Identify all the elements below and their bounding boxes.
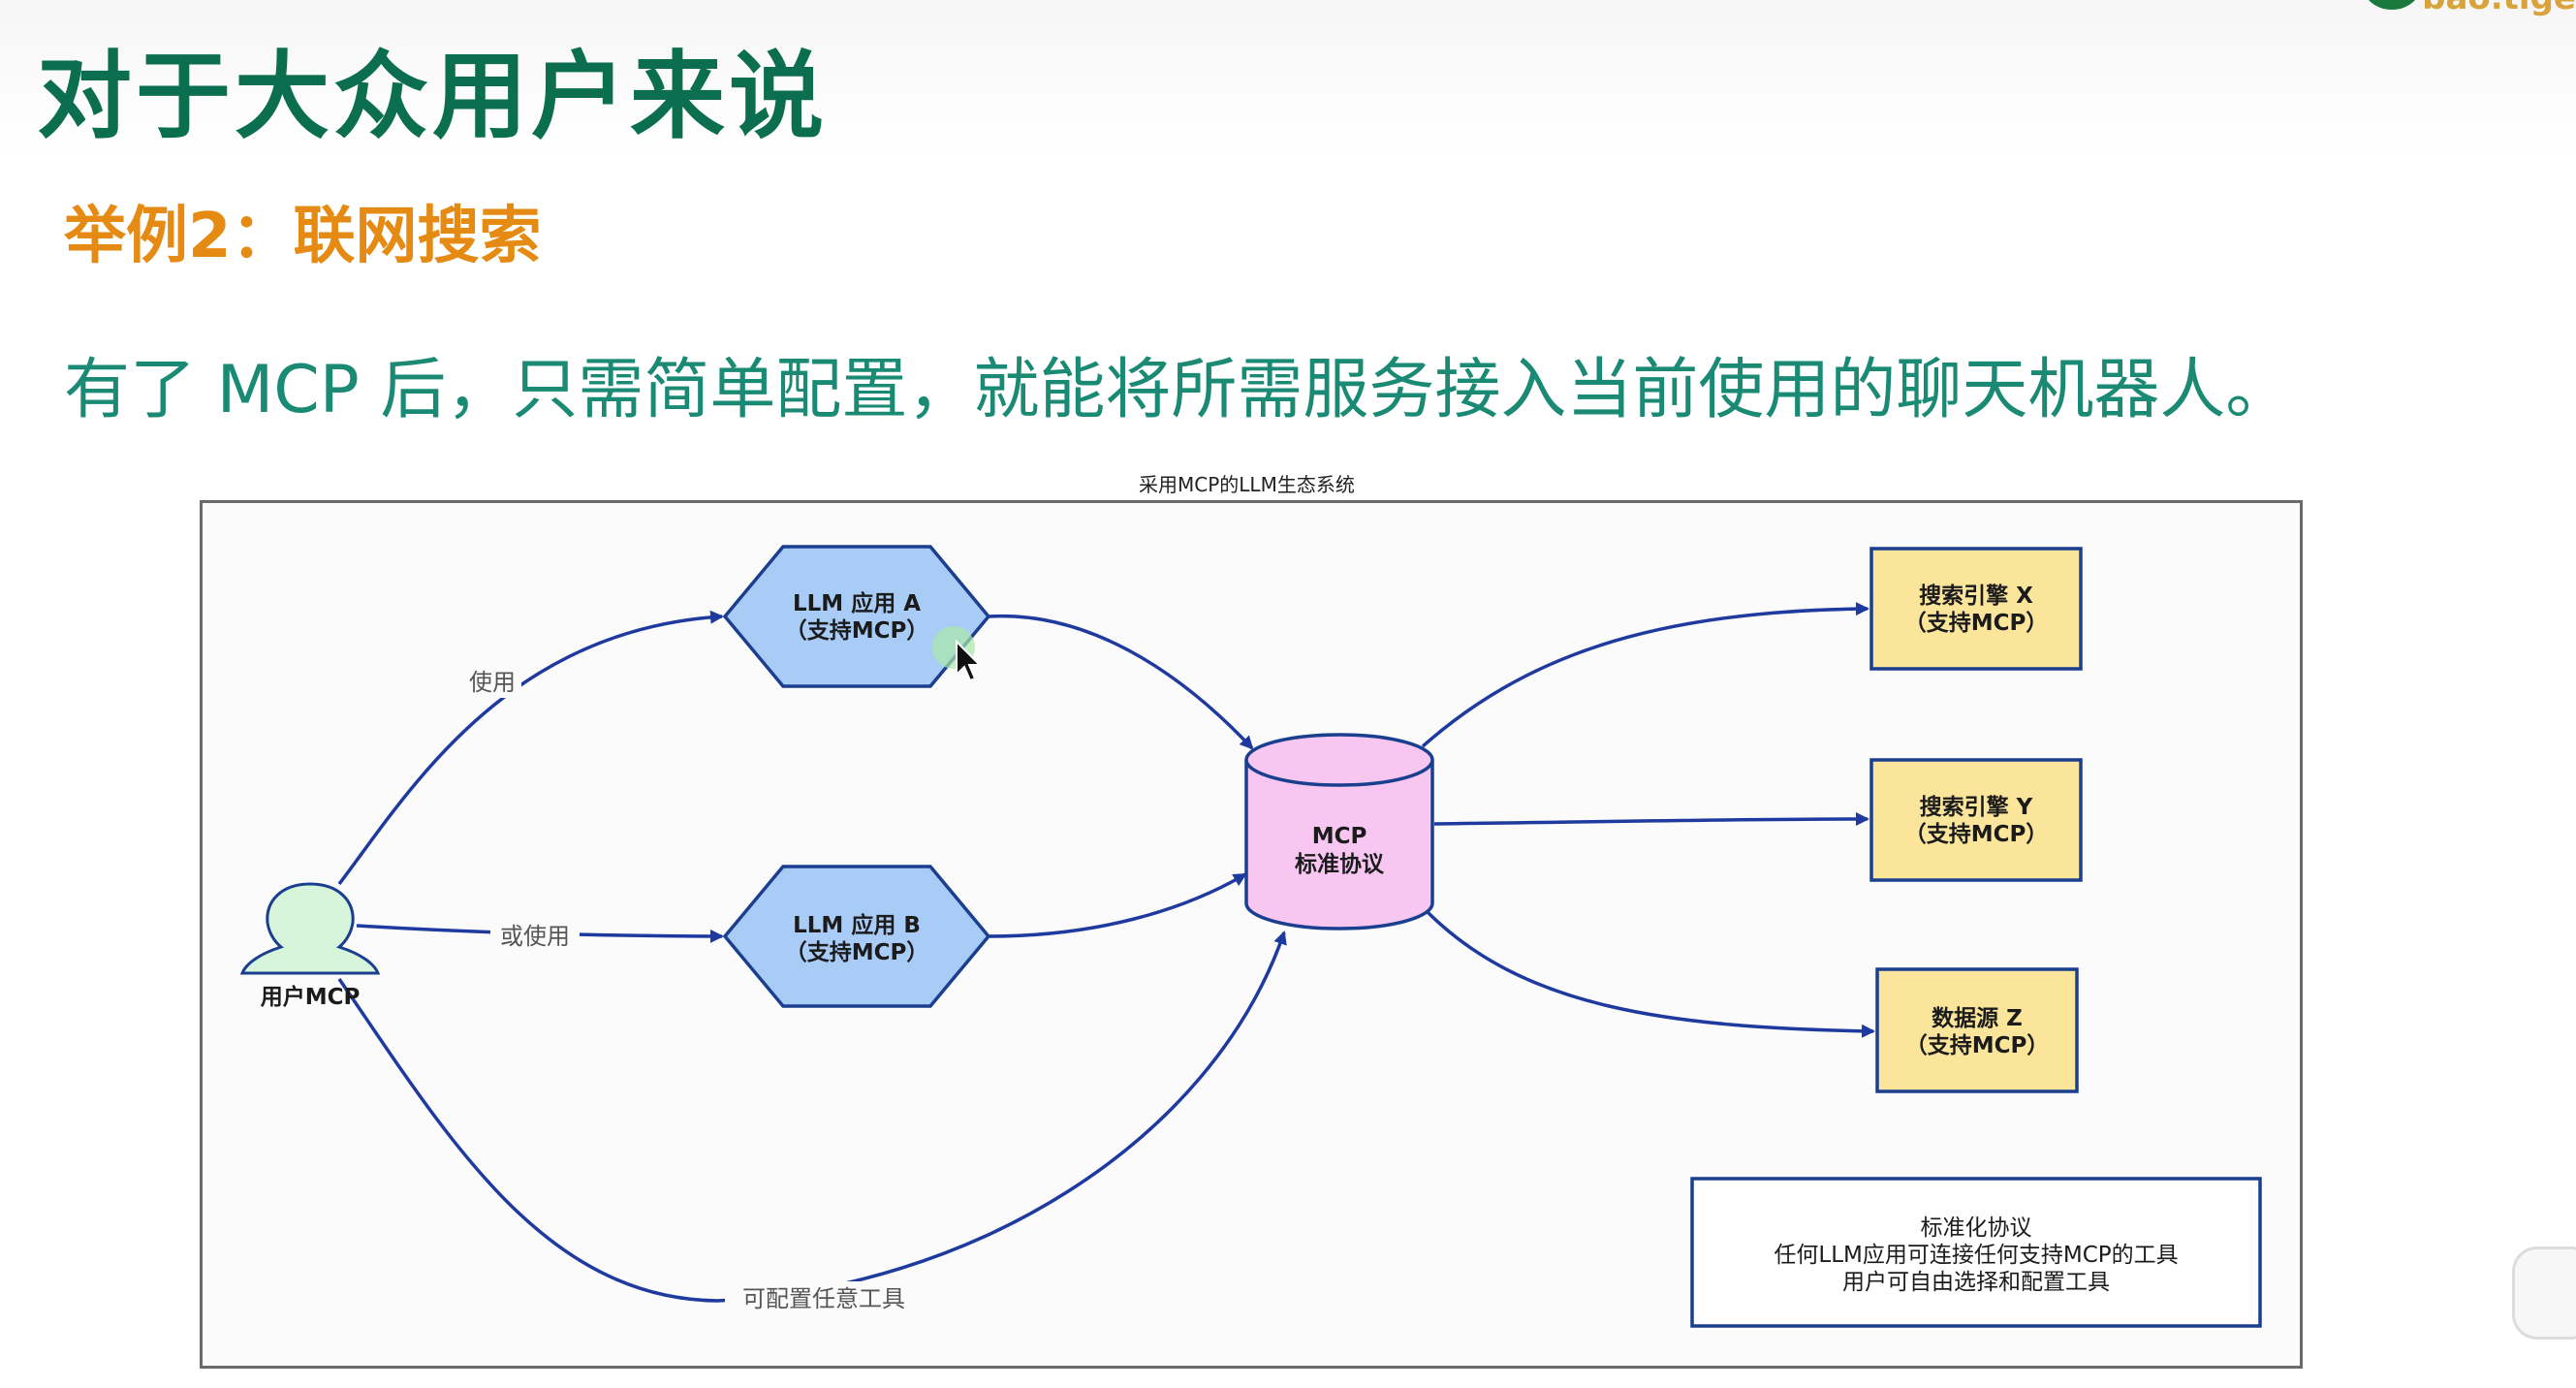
svg-text:搜索引擎 Y: 搜索引擎 Y [1920,794,2033,820]
user-icon [239,882,381,975]
svg-text:使用: 使用 [469,669,516,696]
edge-app-a-to-mcp [988,614,1254,750]
svg-text:LLM 应用 A: LLM 应用 A [793,590,921,616]
lead-text: 有了 MCP 后，只需简单配置，就能将所需服务接入当前使用的聊天机器人。 [64,352,2292,428]
edge-mcp-to-engine-x [1421,602,1869,748]
svg-text:（支持MCP）: （支持MCP） [1904,610,2049,636]
svg-text:MCP: MCP [1312,824,1367,849]
legend-line-3: 用户可自由选择和配置工具 [1842,1270,2110,1295]
svg-text:标准协议: 标准协议 [1295,852,1385,877]
app-b-node: LLM 应用 B （支持MCP） [722,865,991,1008]
edge-mcp-to-engine-y [1433,812,1869,827]
logo-icon [2363,0,2421,10]
edges-group [337,602,1875,1303]
svg-text:（支持MCP）: （支持MCP） [785,617,929,644]
legend-line-2: 任何LLM应用可连接任何支持MCP的工具 [1774,1243,2178,1268]
user-label: 用户MCP [261,984,361,1010]
app-a-node: LLM 应用 A （支持MCP） [722,545,991,688]
side-tab-handle[interactable] [2512,1246,2576,1340]
svg-text:搜索引擎 X: 搜索引擎 X [1919,583,2033,609]
edge-label-configure: 可配置任意工具 [725,1281,925,1316]
engine-x-node: 搜索引擎 X （支持MCP） [1869,547,2083,671]
edge-app-b-to-mcp [988,872,1247,938]
edge-mcp-to-source-z [1423,907,1875,1038]
mouse-cursor-icon [956,640,983,682]
svg-text:可配置任意工具: 可配置任意工具 [742,1285,905,1312]
logo-text: bao.tige [2422,0,2576,17]
legend-line-1: 标准化协议 [1921,1215,2032,1241]
svg-text:LLM 应用 B: LLM 应用 B [793,912,921,938]
legend-box: 标准化协议 任何LLM应用可连接任何支持MCP的工具 用户可自由选择和配置工具 [1690,1177,2262,1328]
page-title: 对于大众用户来说 [37,42,829,152]
edge-label-or-use: 或使用 [490,919,580,952]
user-node: 用户MCP [239,882,381,1010]
svg-text:（支持MCP）: （支持MCP） [785,939,929,965]
svg-text:数据源 Z: 数据源 Z [1932,1006,2023,1031]
edge-user-to-app-a [337,610,724,886]
example-subtitle: 举例2：联网搜索 [64,201,542,272]
mcp-node: MCP 标准协议 [1244,733,1434,931]
svg-text:（支持MCP）: （支持MCP） [1904,821,2049,847]
svg-text:或使用: 或使用 [500,923,570,950]
svg-text:（支持MCP）: （支持MCP） [1905,1032,2050,1058]
edge-label-use: 使用 [463,665,521,698]
source-z-node: 数据源 Z （支持MCP） [1875,967,2079,1093]
diagram-title: 采用MCP的LLM生态系统 [1139,473,1355,496]
engine-y-node: 搜索引擎 Y （支持MCP） [1869,758,2083,882]
